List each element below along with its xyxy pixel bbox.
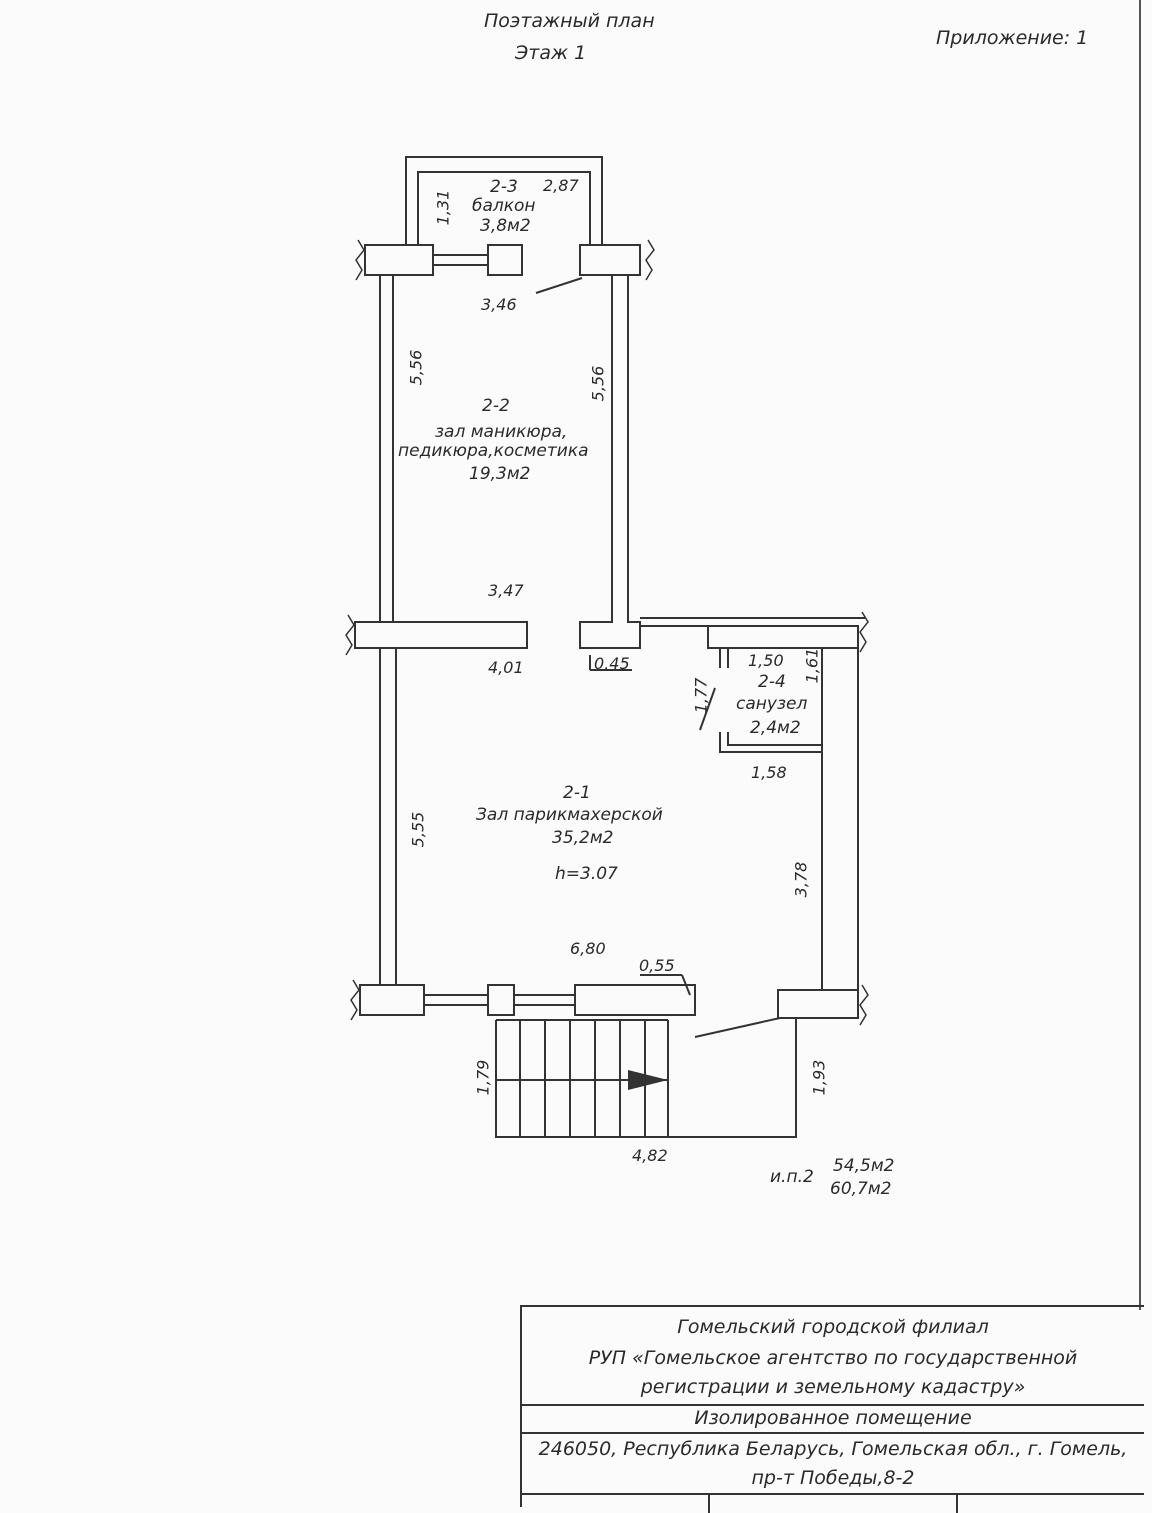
totals-area-2: 60,7м2 — [830, 1179, 892, 1199]
room-area-balcony: 3,8м2 — [480, 216, 531, 236]
stamp-address-1: 246050, Республика Беларусь, Гомельская … — [538, 1438, 1128, 1460]
dim-stairs-bottom: 4,82 — [632, 1146, 668, 1165]
appendix-label: Приложение: 1 — [936, 27, 1089, 49]
stamp-type: Изолированное помещение — [694, 1407, 972, 1429]
dim-bath-top: 1,50 — [748, 651, 784, 670]
room-code-manicure: 2-2 — [482, 396, 510, 416]
dim-balcony-depth: 1,31 — [433, 189, 453, 226]
dim-manicure-bottom: 3,47 — [488, 581, 524, 600]
title-block: Гомельский городской филиал РУП «Гомельс… — [520, 1305, 1144, 1513]
dim-stairs-right: 1,93 — [809, 1059, 829, 1096]
stamp-org-3: регистрации и земельному кадастру» — [640, 1376, 1026, 1398]
totals-area-1: 54,5м2 — [833, 1156, 895, 1176]
stamp-org-1: Гомельский городской филиал — [677, 1316, 989, 1338]
dim-opening: 0,45 — [594, 654, 630, 673]
dim-hall-left: 5,55 — [408, 811, 428, 848]
dim-door: 0,55 — [639, 956, 675, 975]
room-area-bathroom: 2,4м2 — [750, 718, 801, 738]
dim-hall-right: 3,78 — [791, 861, 811, 898]
stamp-org-2: РУП «Гомельское агентство по государстве… — [588, 1347, 1078, 1369]
room-area-manicure: 19,3м2 — [469, 464, 531, 484]
room-name-balcony: балкон — [472, 196, 536, 216]
dim-stairs-left: 1,79 — [473, 1059, 493, 1096]
room-area-hairdresser: 35,2м2 — [552, 828, 614, 848]
stamp-address-2: пр-т Победы,8-2 — [751, 1467, 915, 1489]
room-name-manicure-1: зал маникюра, — [435, 422, 568, 442]
dim-hall-top: 4,01 — [488, 658, 524, 677]
dim-hall-bottom: 6,80 — [570, 939, 606, 958]
room-name-bathroom: санузел — [736, 694, 808, 714]
dim-bath-bottom: 1,58 — [751, 763, 787, 782]
room-code-balcony: 2-3 — [490, 177, 518, 197]
dim-manicure-right: 5,56 — [588, 365, 608, 402]
dim-bath-left: 1,77 — [691, 677, 711, 714]
room-height: h=3.07 — [555, 864, 618, 884]
room-name-manicure-2: педикюра,косметика — [398, 441, 589, 461]
floor-label: Этаж 1 — [515, 42, 587, 64]
room-name-hairdresser: Зал парикмахерской — [476, 805, 663, 825]
dim-bath-right: 1,61 — [802, 647, 822, 684]
dim-manicure-left: 5,56 — [406, 349, 426, 386]
totals-label: и.п.2 — [770, 1167, 814, 1187]
room-code-hairdresser: 2-1 — [563, 783, 591, 803]
dim-manicure-top: 3,46 — [481, 295, 517, 314]
room-code-bathroom: 2-4 — [758, 672, 786, 692]
plan-title: Поэтажный план — [484, 10, 655, 32]
dim-balcony-width: 2,87 — [543, 176, 579, 195]
